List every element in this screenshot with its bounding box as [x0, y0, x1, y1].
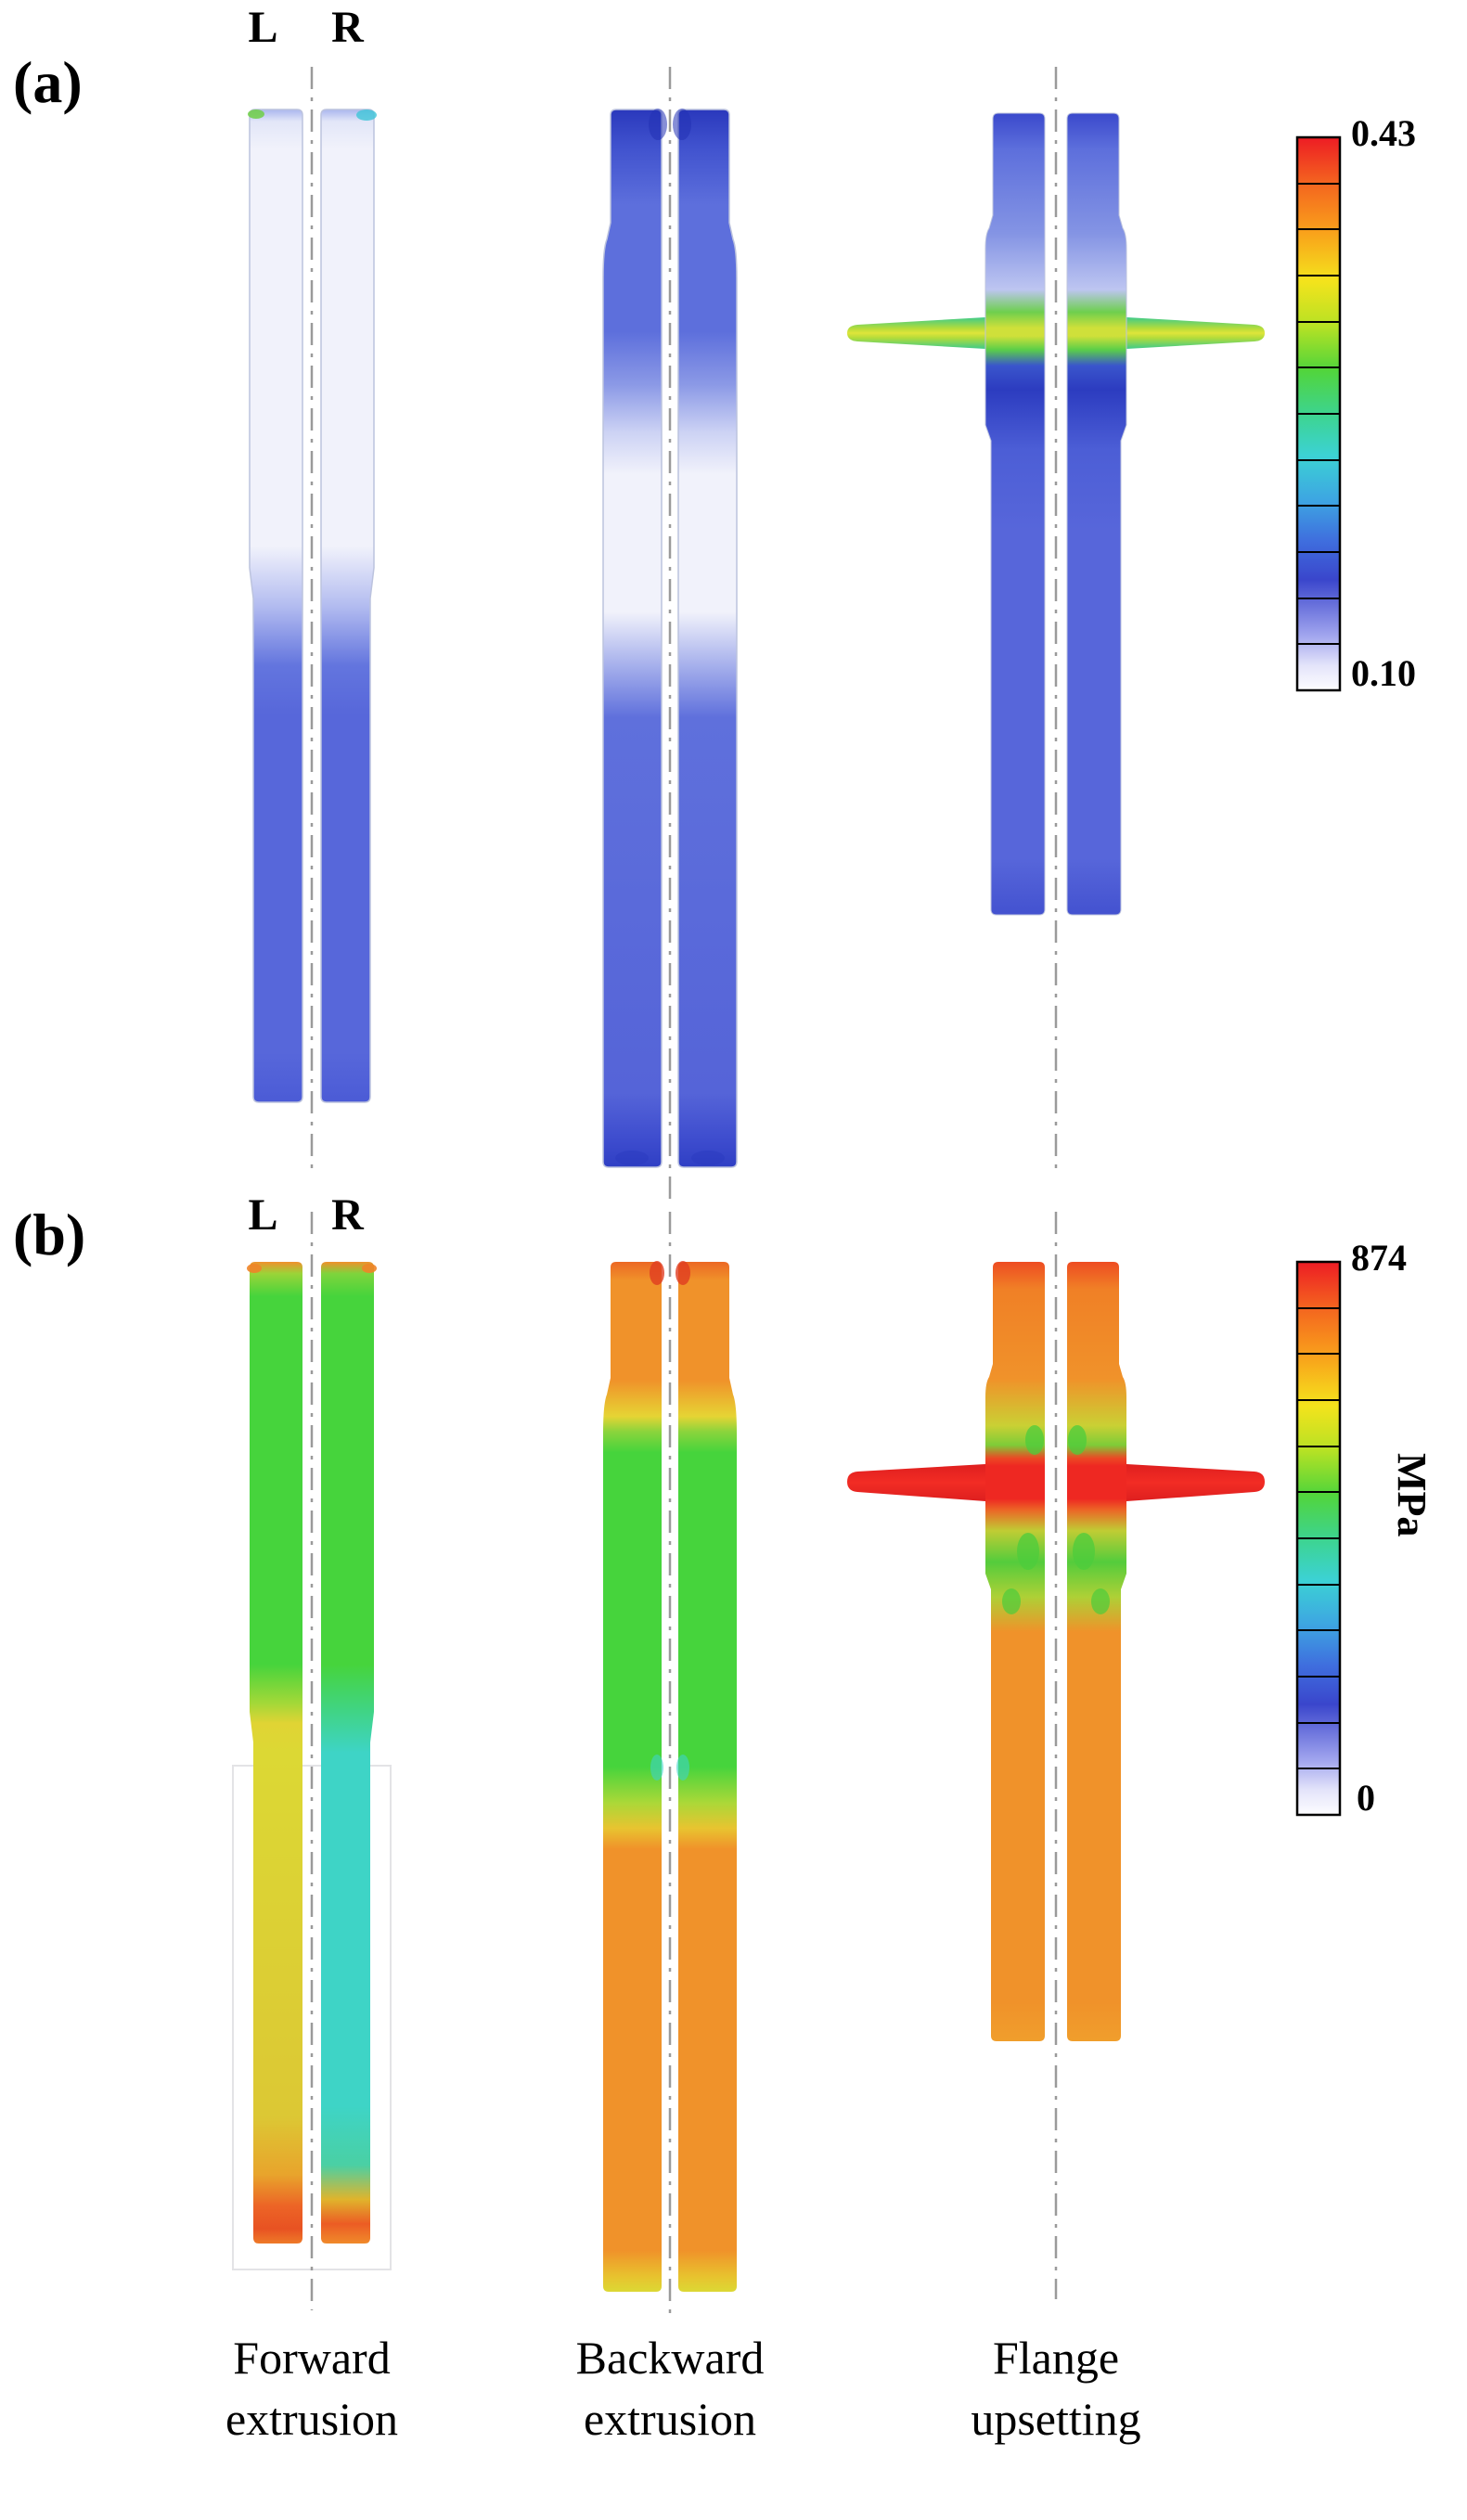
flange-wing-right: [1126, 1464, 1265, 1501]
stress-speck: [1002, 1588, 1021, 1614]
strain-speck: [649, 109, 667, 140]
map-b-flange-upsetting: [847, 1262, 1265, 2041]
caption-backward-extrusion: Backward extrusion: [494, 2327, 846, 2449]
stress-speck: [1073, 1533, 1095, 1570]
map-b-forward-extrusion: [247, 1262, 377, 2244]
colorbar-a-ticks: [1297, 183, 1340, 645]
caption-line: Forward: [233, 2332, 391, 2384]
panel-b-label: (b): [13, 1202, 86, 1267]
colorbar-b-ticks: [1297, 1307, 1340, 1769]
strain-speck: [673, 109, 691, 140]
left-half-contour: [250, 1262, 302, 2244]
stress-speck: [650, 1261, 664, 1285]
stress-speck: [1068, 1425, 1087, 1455]
panel-a-marker-right: R: [331, 3, 364, 52]
colorbar-b-unit-label: MPa: [1389, 1453, 1435, 1537]
caption-flange-upsetting: Flange upsetting: [880, 2327, 1232, 2449]
caption-line: upsetting: [971, 2393, 1141, 2445]
colorbar-b-max-label: 874: [1351, 1237, 1407, 1279]
flange-wing-left: [847, 317, 985, 349]
right-half-contour: [320, 109, 375, 1103]
left-half-contour: [249, 109, 303, 1103]
strain-speck: [356, 109, 377, 121]
right-half-contour: [1067, 1262, 1126, 2041]
panel-b-marker-left: L: [248, 1190, 278, 1240]
map-b-backward-extrusion: [603, 1261, 737, 2292]
right-half-contour: [678, 1262, 737, 2292]
caption-forward-extrusion: Forward extrusion: [135, 2327, 488, 2449]
strain-speck: [615, 1151, 649, 1165]
stress-speck: [676, 1755, 689, 1781]
map-a-flange-upsetting: [847, 112, 1265, 916]
right-half-contour: [1066, 112, 1127, 916]
caption-line: extrusion: [225, 2393, 399, 2445]
caption-line: Backward: [575, 2332, 765, 2384]
map-a-forward-extrusion: [248, 109, 377, 1103]
right-half-contour: [321, 1262, 374, 2244]
flange-wing-right: [1126, 317, 1265, 349]
left-half-contour: [603, 1262, 662, 2292]
colorbar-a-min-label: 0.10: [1351, 652, 1416, 694]
stress-speck: [1017, 1533, 1039, 1570]
stress-speck: [676, 1261, 690, 1285]
stress-speck: [650, 1755, 663, 1781]
right-half-contour: [677, 109, 738, 1168]
strain-speck: [248, 109, 264, 119]
left-half-contour: [602, 109, 663, 1168]
panel-a-label: (a): [13, 49, 83, 115]
colorbar-b: [1295, 1260, 1342, 1817]
strain-speck: [691, 1151, 725, 1165]
flange-wing-left: [847, 1464, 985, 1501]
stress-speck: [247, 1264, 262, 1273]
caption-line: extrusion: [583, 2393, 757, 2445]
colorbar-a-max-label: 0.43: [1351, 112, 1416, 154]
panel-a-marker-left: L: [248, 3, 278, 52]
stress-speck: [362, 1264, 377, 1273]
stress-speck: [1025, 1425, 1044, 1455]
panel-b-marker-right: R: [331, 1190, 364, 1240]
stress-speck: [1091, 1588, 1110, 1614]
colorbar-b-min-label: 0: [1357, 1777, 1375, 1819]
left-half-contour: [985, 1262, 1045, 2041]
caption-line: Flange: [992, 2332, 1120, 2384]
colorbar-a: [1295, 135, 1342, 692]
map-a-backward-extrusion: [602, 109, 738, 1168]
left-half-contour: [984, 112, 1046, 916]
